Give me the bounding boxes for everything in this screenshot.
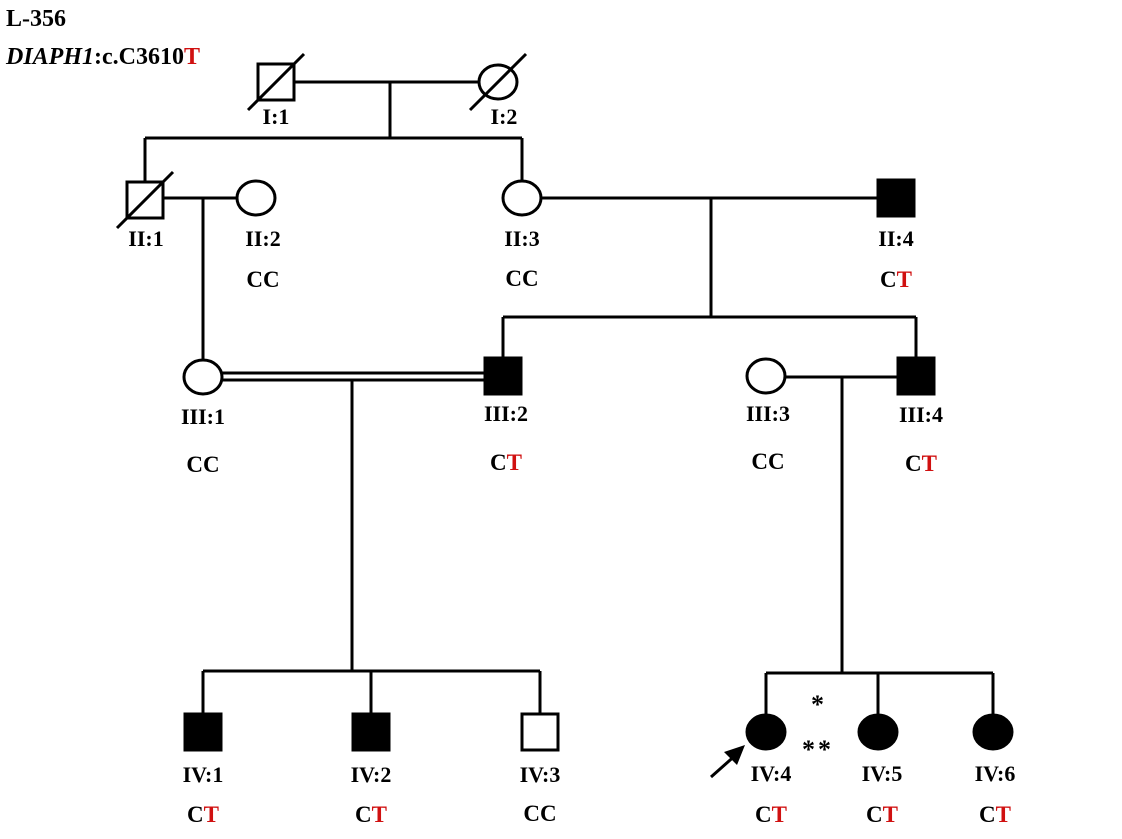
individual-ii-3: II:3CC [501,179,543,291]
allele-1-iv-4: C [755,802,772,827]
allele-2-iv-5: T [883,802,898,827]
allele-1-iii-2: C [490,450,507,475]
allele-2-ii-2: C [263,267,280,292]
individual-iv-5: IV:5CT [857,713,903,827]
allele-2-iv-3: C [540,801,557,826]
allele-1-iii-4: C [905,451,922,476]
individual-i-1: I:1 [246,52,306,129]
individual-iii-3: III:3CC [745,357,790,474]
allele-1-iv-1: C [187,802,204,827]
allele-1-ii-3: C [505,266,522,291]
allele-1-iv-3: C [523,801,540,826]
allele-2-iii-3: C [768,449,785,474]
double-asterisk-mark: ** [802,735,834,764]
affected-male-square-ii-4 [876,178,916,218]
affected-female-circle-iv-4 [745,713,787,751]
id-label-iv-6: IV:6 [975,761,1016,786]
unaffected-male-square-iv-3 [520,712,560,752]
affected-female-circle-iv-5 [857,713,899,751]
variant-prefix: :c.C3610 [94,44,184,70]
id-label-ii-4: II:4 [878,226,913,251]
unaffected-female-circle-iii-1 [182,358,224,396]
id-label-iii-4: III:4 [899,402,943,427]
genotype-iii-1: CC [186,452,219,477]
individual-iv-2: IV:2CT [351,712,392,827]
genotype-iv-5: CT [866,802,898,827]
id-label-iii-2: III:2 [484,401,528,426]
id-label-iv-1: IV:1 [183,762,224,787]
allele-2-ii-4: T [897,267,912,292]
id-label-iv-4: IV:4 [751,761,792,786]
variant-alt-allele: T [184,44,200,70]
id-label-iv-5: IV:5 [862,761,903,786]
id-label-ii-3: II:3 [504,226,539,251]
deceased-slash-i-1 [246,52,306,112]
genotype-iv-1: CT [187,802,219,827]
genotype-iv-4: CT [755,802,787,827]
individual-i-2: I:2 [468,52,528,129]
id-label-ii-1: II:1 [128,226,163,251]
affected-male-square-iv-1 [183,712,223,752]
affected-female-circle-iv-6 [972,713,1014,751]
allele-2-iii-1: C [203,452,220,477]
id-label-ii-2: II:2 [245,226,280,251]
affected-male-square-iii-2 [483,356,523,396]
deceased-slash-ii-1 [115,170,175,230]
id-label-iii-3: III:3 [746,401,790,426]
single-asterisk-mark: * [811,690,824,719]
allele-1-iv-5: C [866,802,883,827]
id-label-iv-3: IV:3 [520,762,561,787]
variant-label: DIAPH1:c.C3610T [5,44,200,70]
genotype-ii-2: CC [246,267,279,292]
allele-2-iv-1: T [204,802,219,827]
allele-2-iii-2: T [507,450,522,475]
proband-arrow-icon [710,745,745,779]
allele-1-iv-6: C [979,802,996,827]
genotype-iii-4: CT [905,451,937,476]
affected-male-square-iv-2 [351,712,391,752]
individual-ii-4: II:4CT [876,178,916,292]
individual-iv-3: IV:3CC [520,712,561,826]
pedigree-lines [143,80,995,714]
id-label-iii-1: III:1 [181,404,225,429]
genotype-iii-2: CT [490,450,522,475]
id-label-i-1: I:1 [263,104,290,129]
gene-name: DIAPH1 [5,44,94,70]
allele-1-iii-3: C [751,449,768,474]
allele-1-ii-2: C [246,267,263,292]
allele-1-ii-4: C [880,267,897,292]
unaffected-female-circle-ii-3 [501,179,543,217]
deceased-slash-i-2 [468,52,528,112]
individual-ii-1: II:1 [115,170,175,251]
individual-iii-2: III:2CT [483,356,528,475]
unaffected-female-circle-iii-3 [745,357,787,395]
genotype-iv-3: CC [523,801,556,826]
id-label-i-2: I:2 [491,104,518,129]
individual-iv-4: IV:4CT [745,713,792,827]
genotype-iv-2: CT [355,802,387,827]
allele-2-iii-4: T [922,451,937,476]
affected-male-square-iii-4 [896,356,936,396]
allele-1-iv-2: C [355,802,372,827]
allele-2-ii-3: C [522,266,539,291]
genotype-iv-6: CT [979,802,1011,827]
genotype-ii-4: CT [880,267,912,292]
family-id-label: L-356 [6,6,66,32]
individual-ii-2: II:2CC [235,179,281,292]
allele-2-iv-4: T [772,802,787,827]
allele-2-iv-2: T [372,802,387,827]
allele-1-iii-1: C [186,452,203,477]
individual-iv-6: IV:6CT [972,713,1016,827]
individual-iii-1: III:1CC [181,358,225,477]
allele-2-iv-6: T [996,802,1011,827]
unaffected-female-circle-ii-2 [235,179,277,217]
id-label-iv-2: IV:2 [351,762,392,787]
individual-iii-4: III:4CT [896,356,943,476]
genotype-ii-3: CC [505,266,538,291]
genotype-iii-3: CC [751,449,784,474]
individual-iv-1: IV:1CT [183,712,224,827]
